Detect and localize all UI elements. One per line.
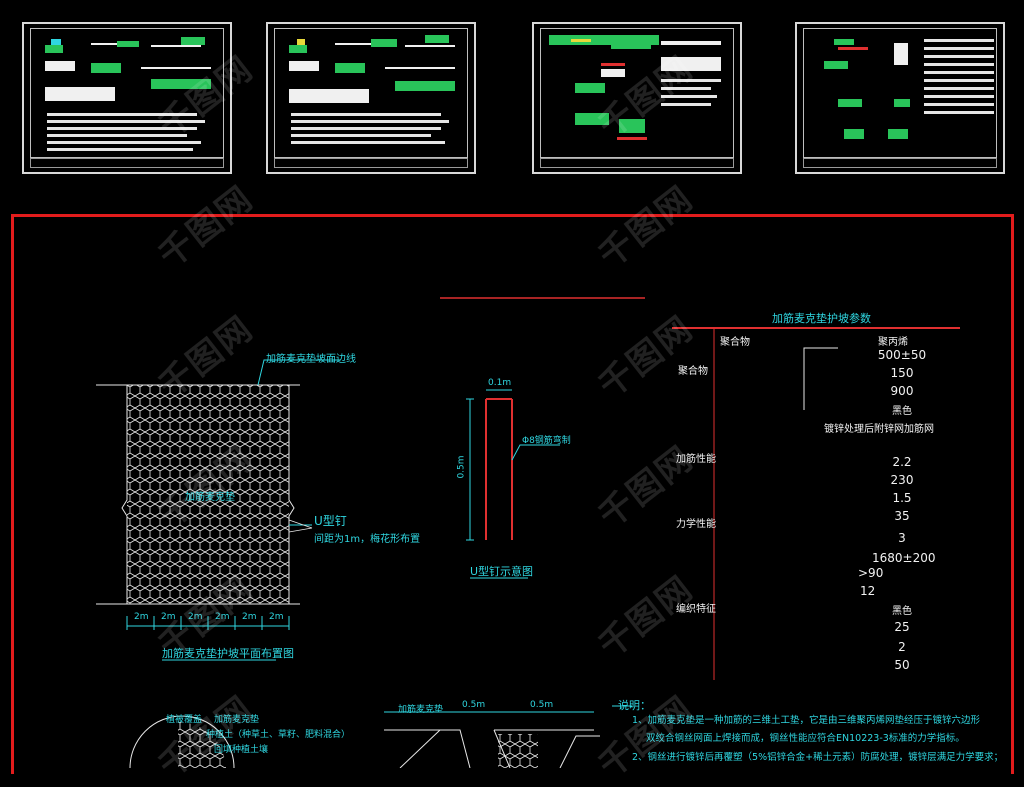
- mesh-label: 加筋麦克垫: [185, 492, 235, 503]
- row-label: 编织特征: [676, 604, 716, 615]
- table-value: 2: [898, 640, 906, 654]
- section-dim: 0.5m: [462, 700, 486, 710]
- section-mid-label: 加筋麦克垫: [398, 705, 444, 715]
- drawing-thumbnail-3[interactable]: [532, 22, 742, 174]
- spacing-note: 间距为1m，梅花形布置: [314, 534, 421, 545]
- table-value: 黑色: [892, 606, 912, 617]
- row-label: 力学性能: [676, 519, 716, 530]
- table-value: 12: [860, 584, 876, 598]
- notes-line: 双绞合钢丝网面上焊接而成，钢丝性能应符合EN10223-3标准的力学指标。: [646, 733, 965, 744]
- title-strip: [30, 158, 224, 168]
- u-nail-caption: U型钉示意图: [470, 565, 534, 578]
- section-dim: 0.5m: [530, 700, 554, 710]
- table-value: 230: [890, 473, 914, 487]
- table-value: 35: [894, 509, 910, 523]
- dim-label: 2m: [242, 612, 257, 622]
- dim-label: 2m: [188, 612, 203, 622]
- table-value: 1680±200: [872, 551, 936, 565]
- title-strip: [540, 158, 734, 168]
- table-value-wide: 镀锌处理后附锌网加筋网: [824, 424, 934, 435]
- leader-label: 加筋麦克垫坡面边线: [266, 354, 356, 365]
- section-label: 回填种植土壤: [214, 745, 269, 755]
- section-label: 加筋麦克垫: [214, 715, 260, 725]
- table-value: 2.2: [892, 455, 912, 469]
- notes-line: 1、加筋麦克垫是一种加筋的三维土工垫，它是由三维聚丙烯网垫经压于镀锌六边形: [632, 715, 981, 726]
- thumbnail-frame: [540, 28, 734, 158]
- title-strip: [274, 158, 468, 168]
- u-nail-top-dim: 0.1m: [488, 378, 512, 388]
- thumbnail-frame: [30, 28, 224, 158]
- table-value: 500±50: [877, 348, 927, 362]
- table-col-header-1: 聚合物: [720, 337, 750, 348]
- section-label: 植被覆盖: [166, 715, 203, 725]
- dim-label: 2m: [269, 612, 284, 622]
- thumbnail-frame: [803, 28, 997, 158]
- table-title: 加筋麦克垫护坡参数: [772, 312, 871, 325]
- row-label: 聚合物: [678, 366, 708, 377]
- row-label: 加筋性能: [676, 454, 716, 465]
- table-value: >90: [858, 566, 884, 580]
- dim-label: 2m: [161, 612, 176, 622]
- u-nail-label: U型钉: [314, 514, 347, 528]
- table-value: 1.5: [892, 491, 912, 505]
- u-nail-pointer-label: Φ8钢筋弯制: [522, 436, 571, 446]
- main-drawing-frame[interactable]: [11, 214, 1014, 774]
- table-col-header-2: 聚丙烯: [878, 337, 908, 348]
- dim-label: 2m: [134, 612, 149, 622]
- table-value: 3: [898, 531, 906, 545]
- u-nail-side-dim: 0.5m: [456, 455, 467, 479]
- drawing-thumbnail-2[interactable]: [266, 22, 476, 174]
- dim-label: 2m: [215, 612, 230, 622]
- notes-line: 2、钢丝进行镀锌后再覆塑（5%铝锌合金+稀土元素）防腐处理，镀锌层满足力学要求；: [632, 752, 1004, 763]
- title-strip: [803, 158, 997, 168]
- table-value: 25: [894, 620, 910, 634]
- table-value: 50: [894, 658, 910, 672]
- notes-title: 说明：: [618, 699, 651, 712]
- table-value: 150: [890, 366, 914, 380]
- mesh-plan-drawing: [96, 297, 960, 768]
- drawing-thumbnail-4[interactable]: [795, 22, 1005, 174]
- drawing-thumbnail-1[interactable]: [22, 22, 232, 174]
- thumbnail-frame: [274, 28, 468, 158]
- table-value: 900: [890, 384, 914, 398]
- table-value: 黑色: [892, 406, 912, 417]
- section-label: 种植土（种草土、草籽、肥料混合）: [206, 730, 351, 740]
- plan-caption: 加筋麦克垫护坡平面布置图: [162, 647, 294, 660]
